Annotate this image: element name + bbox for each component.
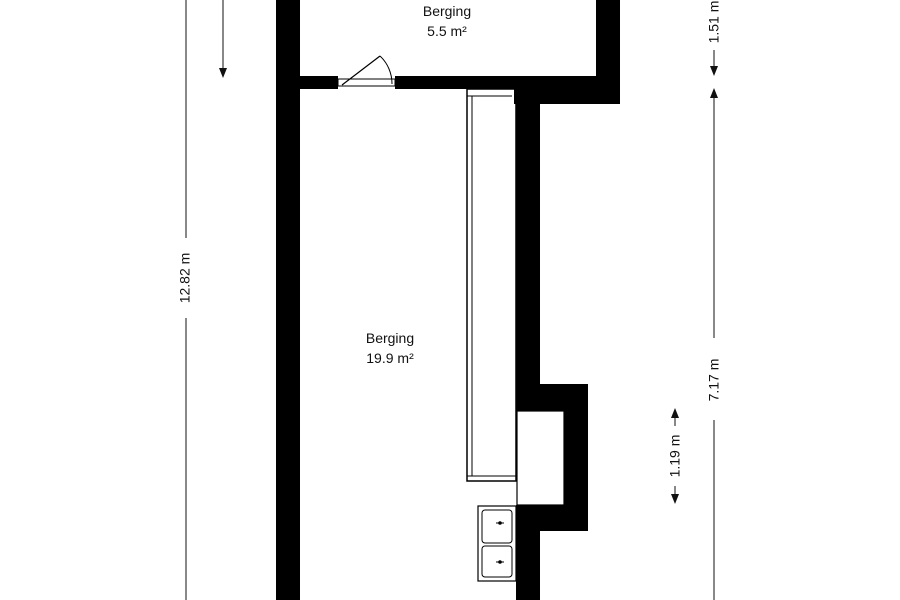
room-name: Berging bbox=[366, 330, 414, 346]
wall-lower-right-bottom bbox=[516, 505, 540, 600]
double-sink bbox=[477, 505, 517, 582]
niche-opening bbox=[516, 410, 565, 506]
dimension-lower-right: 7.17 m bbox=[706, 88, 722, 600]
wall-niche bbox=[516, 384, 588, 531]
room-area: 19.9 m² bbox=[366, 350, 414, 366]
dimension-niche: 1.19 m bbox=[667, 408, 683, 504]
wall-lower-right bbox=[516, 89, 540, 411]
wall-left bbox=[276, 0, 300, 600]
dimension-label: 12.82 m bbox=[177, 253, 193, 304]
wall-partition-right bbox=[395, 76, 620, 89]
room-name: Berging bbox=[423, 3, 471, 19]
dimension-label: 1.51 m bbox=[706, 1, 722, 44]
walls bbox=[276, 0, 620, 600]
dimension-overall-height: 12.82 m bbox=[177, 0, 193, 600]
wall-partition-left bbox=[300, 76, 338, 89]
arrow-down-icon bbox=[219, 0, 227, 78]
dimension-label: 7.17 m bbox=[706, 359, 722, 402]
cabinet bbox=[466, 88, 517, 482]
door bbox=[337, 55, 396, 87]
room-lower-label: Berging 19.9 m² bbox=[366, 330, 414, 366]
room-area: 5.5 m² bbox=[427, 23, 467, 39]
dimension-upper-room: 1.51 m bbox=[706, 1, 722, 76]
dimension-label: 1.19 m bbox=[667, 435, 683, 478]
wall-step bbox=[514, 89, 620, 104]
room-upper-label: Berging 5.5 m² bbox=[423, 3, 471, 39]
